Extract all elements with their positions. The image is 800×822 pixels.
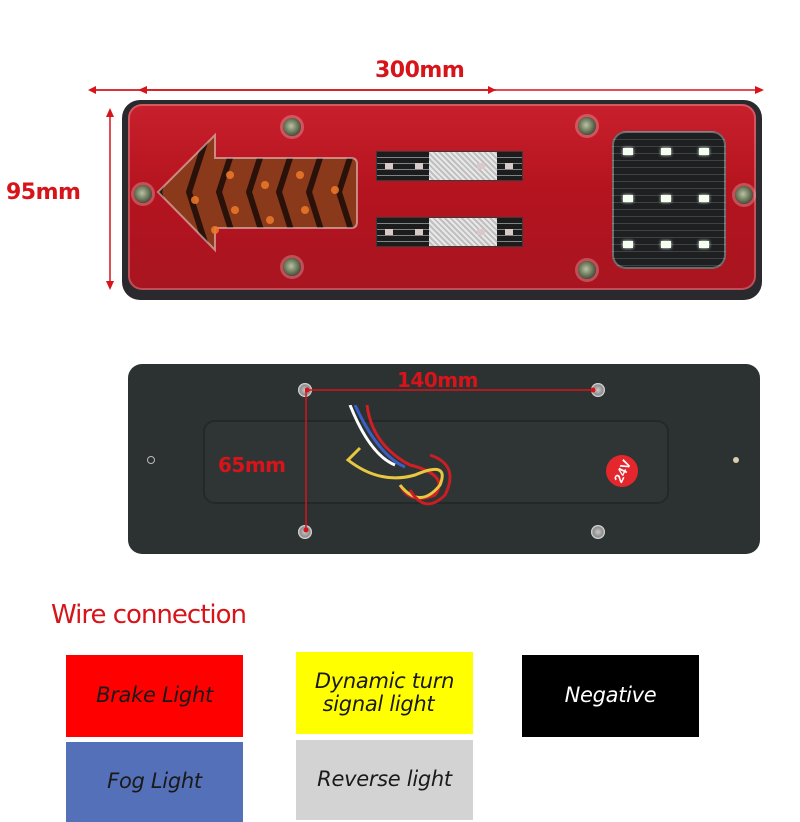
reflector	[429, 152, 497, 180]
turn-signal-arrow-icon	[156, 132, 358, 253]
width-double-arrow	[138, 86, 764, 94]
screw-icon	[283, 118, 301, 136]
mount-height-label: 65mm	[218, 453, 286, 477]
wire-legend-reverse-light: Reverse light	[296, 740, 473, 820]
width-dimension-label: 300mm	[375, 58, 465, 83]
wire-legend-brake-light: Brake Light	[66, 655, 243, 737]
reflector	[429, 218, 497, 246]
tail-light-strip-lower	[376, 217, 523, 247]
screw-icon	[134, 185, 152, 203]
wire-bundle-icon	[345, 405, 452, 506]
reverse-led-block	[612, 131, 726, 269]
mount-width-label: 140mm	[397, 368, 478, 392]
wire-legend-negative: Negative	[522, 655, 699, 737]
tail-light-strip-upper	[376, 151, 523, 181]
mount-height-dimension-line	[303, 390, 309, 533]
side-rivet-icon	[733, 457, 739, 463]
wire-connection-title: Wire connection	[51, 600, 247, 630]
height-double-arrow	[106, 108, 114, 290]
mounting-stud-icon	[591, 525, 605, 539]
height-dimension-label: 95mm	[6, 180, 81, 205]
screw-icon	[283, 258, 301, 276]
mount-width-dimension-line	[305, 387, 596, 393]
screw-icon	[578, 261, 596, 279]
mounting-stud-icon	[591, 383, 605, 397]
screw-icon	[578, 117, 596, 135]
screw-icon	[735, 186, 753, 204]
wire-legend-fog-light: Fog Light	[66, 742, 243, 822]
side-hole-icon	[147, 456, 155, 464]
wire-legend-dynamic-turn-signal: Dynamic turn signal light	[296, 652, 473, 734]
